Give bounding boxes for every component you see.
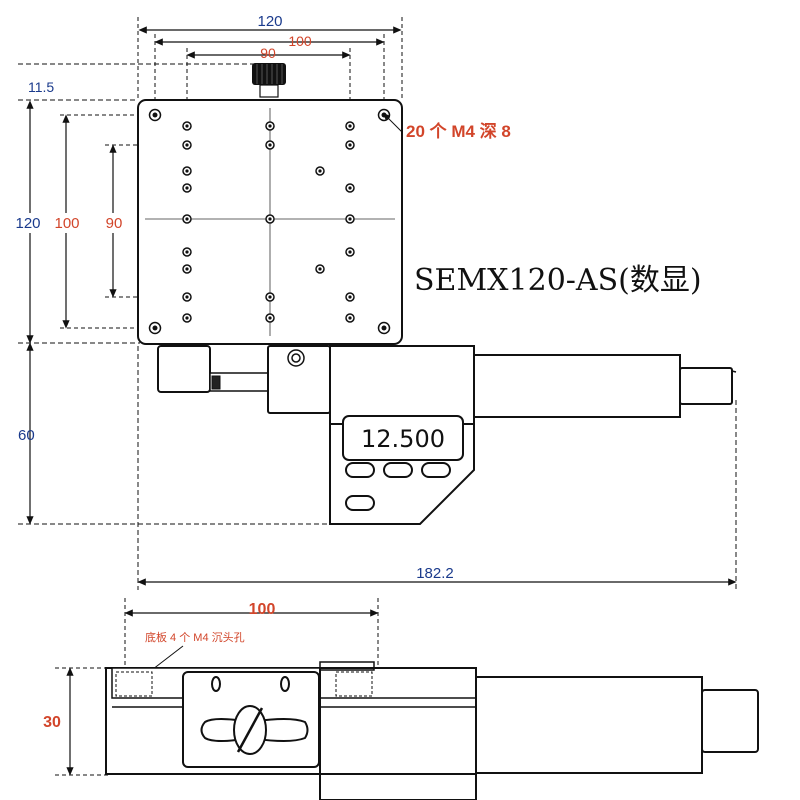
- side-lock-screw: [200, 676, 309, 755]
- model-label: SEMX120-AS(数显): [414, 263, 702, 298]
- base-note: 底板 4 个 M4 沉头孔: [145, 630, 245, 644]
- mounting-hole-center: [348, 316, 352, 320]
- mounting-hole-center: [268, 295, 272, 299]
- dim-pitch-100: 100: [154, 33, 385, 110]
- mounting-hole-center: [348, 124, 352, 128]
- dim-height-30: 30: [43, 667, 110, 776]
- dim-label-182-2: 182.2: [416, 565, 454, 582]
- mounting-hole-center: [185, 169, 189, 173]
- dim-label-v-90: 90: [106, 215, 123, 232]
- display-button-3: [421, 462, 451, 478]
- mounting-hole-center: [348, 186, 352, 190]
- dim-side-100: 100: [124, 598, 379, 672]
- mounting-hole-center: [268, 316, 272, 320]
- dim-height-120: 120: [10, 100, 140, 344]
- mounting-hole-center: [185, 250, 189, 254]
- dim-label-120: 120: [257, 13, 282, 30]
- mounting-hole-center: [268, 124, 272, 128]
- mounting-hole-center: [348, 250, 352, 254]
- dim-label-60: 60: [18, 427, 35, 444]
- hole-callout: 20 个 M4 深 8: [382, 112, 511, 141]
- mounting-hole-center: [268, 217, 272, 221]
- mounting-hole-center: [185, 267, 189, 271]
- display-button-2: [383, 462, 413, 478]
- micrometer-assembly: [157, 345, 737, 525]
- mounting-hole-center: [318, 169, 322, 173]
- dim-label-side-100: 100: [249, 601, 276, 618]
- dim-label-v-100: 100: [54, 215, 79, 232]
- dim-label-height-120: 120: [15, 215, 40, 232]
- display-reading: 12.500: [361, 425, 445, 453]
- mounting-hole-center: [152, 112, 158, 118]
- mounting-hole-center: [381, 325, 387, 331]
- mounting-hole-center: [348, 295, 352, 299]
- dim-ext-60: 60: [18, 342, 335, 525]
- dim-total-182-2: 182.2: [137, 346, 737, 590]
- display-button-1: [345, 462, 375, 478]
- display-buttons: [345, 462, 451, 511]
- dim-label-11-5: 11.5: [28, 79, 54, 95]
- lock-knob: [252, 63, 286, 98]
- dim-label-90: 90: [260, 45, 276, 61]
- mounting-hole-center: [348, 217, 352, 221]
- mounting-hole-center: [318, 267, 322, 271]
- mounting-hole-center: [185, 186, 189, 190]
- mounting-hole-center: [152, 325, 158, 331]
- dim-width-120: 120: [137, 13, 403, 100]
- mounting-hole-center: [348, 143, 352, 147]
- dim-offset-11-5: 11.5: [18, 63, 265, 101]
- dim-label-100: 100: [288, 33, 312, 49]
- mounting-hole-center: [268, 143, 272, 147]
- digital-display: 12.500: [342, 415, 464, 461]
- mounting-holes: [148, 108, 391, 335]
- mounting-hole-center: [185, 295, 189, 299]
- mounting-hole-center: [185, 124, 189, 128]
- mounting-hole-center: [185, 316, 189, 320]
- mounting-hole-center: [185, 143, 189, 147]
- display-button-4: [345, 495, 375, 511]
- dim-v-100: 100: [50, 114, 160, 329]
- hole-note: 20 个 M4 深 8: [406, 121, 511, 141]
- mounting-hole-center: [185, 217, 189, 221]
- mounting-hole-center: [381, 112, 387, 118]
- dim-label-30: 30: [43, 714, 61, 731]
